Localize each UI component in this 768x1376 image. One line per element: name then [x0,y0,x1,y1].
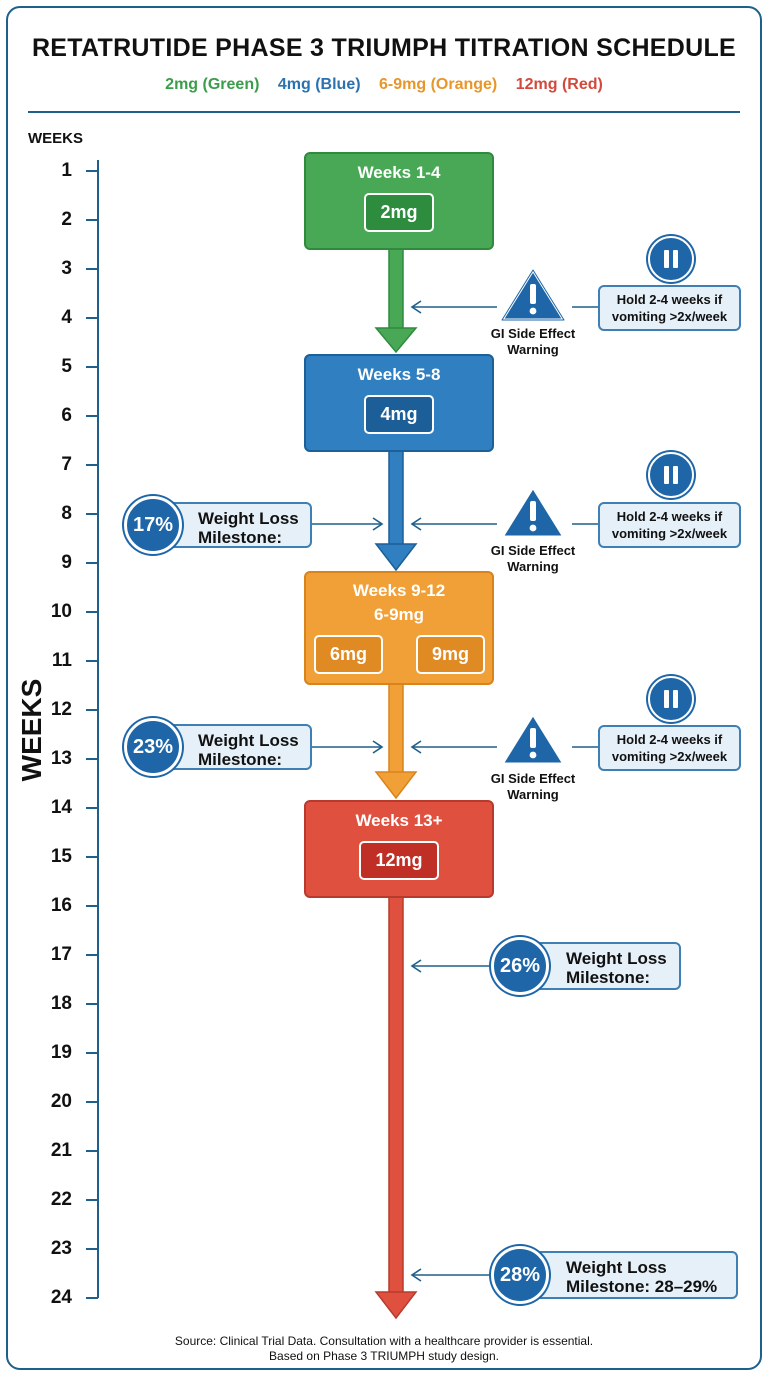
hold-note: Hold 2-4 weeks if vomiting >2x/week [598,502,741,548]
dose-badge: 12mg [359,841,439,880]
milestone-connector-3 [410,959,490,973]
dose-badge: 2mg [364,193,434,232]
axis-tick-label: 6 [61,405,72,426]
axis-tick-label: 15 [50,846,72,867]
source-line-2: Based on Phase 3 TRIUMPH study design. [269,1349,499,1363]
axis-title-small: WEEKS [28,130,84,147]
stage-box-4mg: Weeks 5-8 4mg [304,354,494,452]
axis-tick-label: 4 [61,307,72,328]
axis-tick-label: 7 [61,454,72,475]
stage-title: Weeks 9-12 [352,581,446,600]
warning-connector-3 [410,740,598,754]
warning-connector-2 [410,517,598,531]
pause-icon [648,676,694,722]
warning-label: GI Side Effect Warning [490,771,576,802]
axis-tick-label: 21 [50,1140,72,1161]
stage-subtitle: 6-9mg [373,605,425,624]
hold-note: Hold 2-4 weeks if vomiting >2x/week [598,285,741,331]
axis-tick-label: 11 [51,650,72,671]
axis-tick-label: 18 [50,993,72,1014]
warning-triangle-icon [500,712,566,766]
milestone-percent: 28% [491,1246,549,1304]
stage-title: Weeks 5-8 [357,365,441,384]
axis-tick-label: 9 [61,552,72,573]
dose-badge-end: 9mg [416,635,486,674]
stage-box-2mg: Weeks 1-4 2mg [304,152,494,250]
header-divider [28,111,740,113]
axis-tick-label: 13 [50,748,72,769]
flow-arrow-green [374,244,418,354]
flow-arrow-orange [374,680,418,800]
dose-badge-start: 6mg [314,635,384,674]
warning-triangle-icon [500,485,566,539]
axis-tick-label: 2 [61,209,72,230]
milestone-connector-2 [312,740,384,754]
stage-title: Weeks 1-4 [357,163,441,182]
flow-arrow-blue [374,446,418,572]
axis-tick-label: 1 [61,160,72,181]
milestone-label: Weight Loss Milestone: [198,731,299,769]
legend-item-orange: 6-9mg (Orange) [379,76,498,93]
axis-tick-label: 10 [50,601,72,622]
warning-triangle-icon [500,268,566,322]
milestone-connector-1 [312,517,384,531]
warning-connector-1 [410,300,598,314]
legend-item-blue: 4mg (Blue) [277,76,361,93]
axis-tick-label: 12 [50,699,72,720]
axis-tick-label: 3 [61,258,72,279]
milestone-card: Weight Loss Milestone: 28–29% [520,1251,738,1299]
hold-note: Hold 2-4 weeks if vomiting >2x/week [598,725,741,771]
milestone-connector-4 [410,1268,490,1282]
milestone-label: Weight Loss Milestone: [198,509,299,547]
flow-arrow-red [374,893,418,1320]
diagram-title: RETATRUTIDE PHASE 3 TRIUMPH TITRATION SC… [31,34,737,62]
pause-icon [648,236,694,282]
legend-item-green: 2mg (Green) [165,76,260,93]
axis-tick-label: 19 [50,1042,72,1063]
milestone-label: Weight Loss Milestone: [566,949,667,987]
source-line-1: Source: Clinical Trial Data. Consultatio… [174,1334,594,1348]
milestone-percent: 17% [124,496,182,554]
axis-tick-label: 5 [61,356,72,377]
stage-title: Weeks 13+ [355,811,443,830]
source-note: Source: Clinical Trial Data. Consultatio… [0,1334,768,1364]
axis-tick-label: 8 [61,503,72,524]
warning-label: GI Side Effect Warning [490,543,576,574]
dose-badge: 4mg [364,395,434,434]
axis-ticks [86,170,98,1299]
warning-label: GI Side Effect Warning [490,326,576,357]
axis-tick-label: 22 [50,1189,72,1210]
milestone-label: Weight Loss Milestone: 28–29% [566,1258,718,1296]
milestone-percent: 26% [491,937,549,995]
milestone-percent: 23% [124,718,182,776]
pause-icon [648,452,694,498]
stage-box-12mg: Weeks 13+ 12mg [304,800,494,898]
axis-tick-label: 16 [50,895,72,916]
axis-tick-label: 17 [50,944,72,965]
stage-box-6-9mg: Weeks 9-12 6-9mg 6mg 9mg [304,571,494,685]
axis-tick-label: 24 [50,1287,72,1308]
axis-tick-label: 20 [50,1091,72,1112]
axis-tick-label: 14 [50,797,72,818]
legend-item-red: 12mg (Red) [515,76,603,93]
legend: 2mg (Green) 4mg (Blue) 6-9mg (Orange) 12… [0,76,768,94]
axis-tick-label: 23 [50,1238,72,1259]
